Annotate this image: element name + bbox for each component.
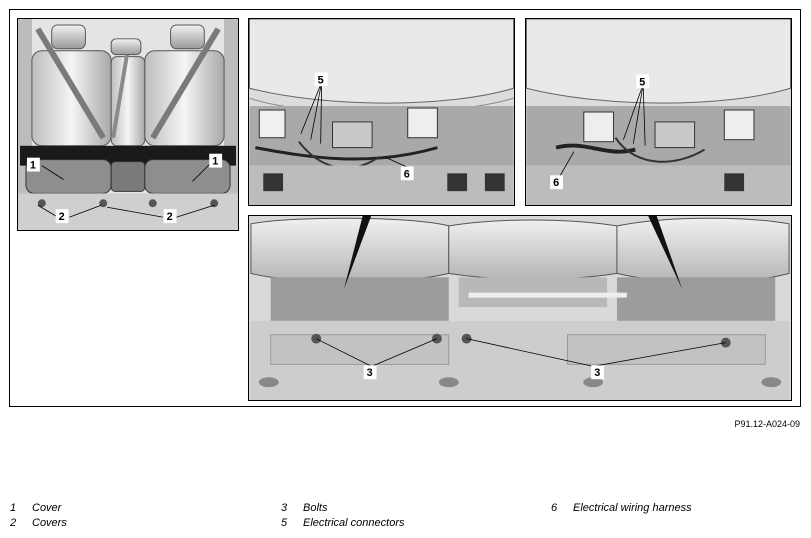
- callout-5-left-detail: 5: [318, 74, 324, 86]
- right-connector-drawing: 5 6: [526, 19, 791, 205]
- legend-item-3: 3 Bolts: [281, 502, 327, 514]
- callout-3-left: 3: [367, 367, 373, 379]
- callout-1-left: 1: [30, 160, 36, 172]
- legend-text: Bolts: [303, 502, 328, 514]
- legend: 1 Cover 2 Covers 3 Bolts 5 Electrical connec…: [0, 500, 811, 538]
- legend-text: Covers: [32, 517, 67, 529]
- panel-rear-seat-overview: 1 1 2 2: [17, 18, 239, 231]
- bolt-3: [461, 333, 472, 344]
- legend-text: Cover: [32, 502, 62, 514]
- bolt-4: [720, 337, 731, 348]
- callout-1-right: 1: [212, 156, 218, 168]
- callout-5-right-detail: 5: [639, 76, 645, 88]
- legend-text: Electrical connectors: [303, 517, 405, 529]
- panel-right-connector-detail: 5 6: [525, 18, 792, 206]
- legend-num: 1: [10, 502, 17, 514]
- legend-item-5: 5 Electrical connectors: [281, 517, 405, 529]
- legend-num: 3: [281, 502, 288, 514]
- legend-num: 2: [10, 517, 17, 529]
- legend-item-2: 2 Covers: [10, 517, 67, 529]
- legend-num: 6: [551, 502, 558, 514]
- panel-left-connector-detail: 5 6: [248, 18, 515, 206]
- figure-code: P91.12-A024-09: [734, 419, 800, 429]
- callout-3-right: 3: [594, 367, 600, 379]
- callout-2-right: 2: [167, 211, 173, 223]
- legend-item-1: 1 Cover: [10, 502, 61, 514]
- panel-seat-base-bolts: 3 3: [248, 215, 792, 401]
- legend-item-6: 6 Electrical wiring harness: [551, 502, 692, 514]
- legend-num: 5: [281, 517, 288, 529]
- legend-text: Electrical wiring harness: [573, 502, 692, 514]
- rear-seat-drawing: 1 1 2 2: [18, 19, 238, 230]
- callout-6-right-detail: 6: [553, 177, 559, 189]
- callout-2-left: 2: [59, 211, 65, 223]
- callout-6-left-detail: 6: [404, 168, 410, 180]
- seat-base-drawing: 3 3: [250, 216, 790, 400]
- left-connector-drawing: 5 6: [249, 19, 514, 205]
